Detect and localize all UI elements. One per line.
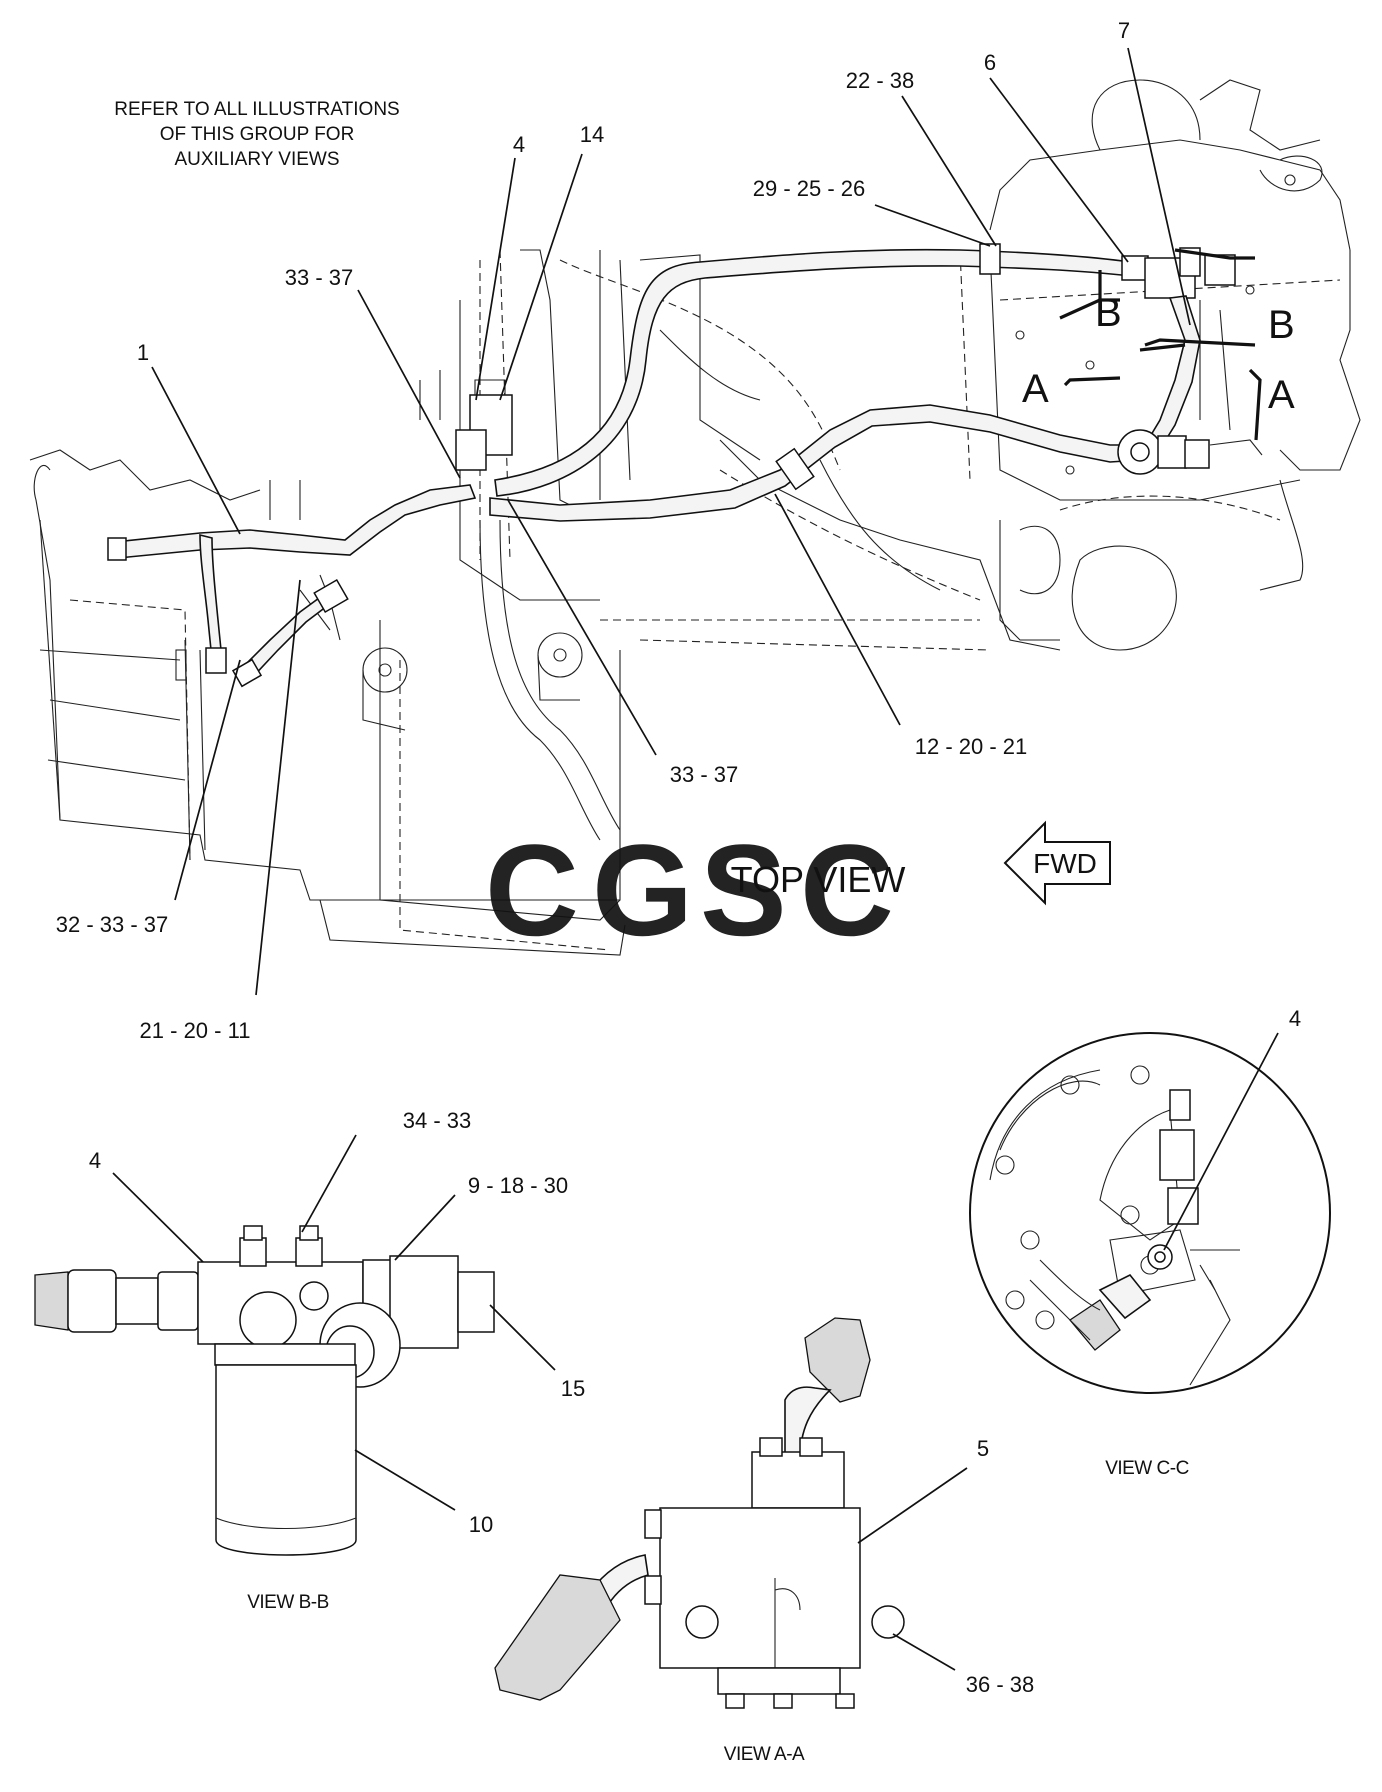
view-c-c-art <box>969 1032 1331 1394</box>
note-block: REFER TO ALL ILLUSTRATIONS OF THIS GROUP… <box>114 99 399 170</box>
callout-aa-5: 5 <box>977 1436 989 1461</box>
watermark-letter-4: C <box>800 817 894 963</box>
top-view-leaders <box>151 47 1191 996</box>
view-b-b-callouts: 4 34 - 33 9 - 18 - 30 15 10 VIEW B-B <box>89 1108 585 1613</box>
leader-33-37-b <box>507 499 657 756</box>
callout-4: 4 <box>513 132 525 157</box>
callout-bb-4: 4 <box>89 1148 101 1173</box>
leader-33-37-a <box>357 289 461 479</box>
view-b-b-caption: VIEW B-B <box>247 1592 329 1613</box>
leader-bb-10 <box>354 1449 456 1511</box>
view-a-a-art <box>494 1317 968 1709</box>
top-view-callouts: 1 4 14 33 - 37 29 - 25 - 26 22 - 38 6 7 … <box>56 18 1130 1043</box>
note-line-2: OF THIS GROUP FOR <box>160 124 355 145</box>
top-view-machine-outline <box>29 79 1361 956</box>
watermark-logo: C G S C <box>485 817 894 963</box>
note-line-3: AUXILIARY VIEWS <box>174 149 339 170</box>
fwd-label: FWD <box>1033 848 1097 879</box>
leader-12-20-21 <box>774 493 901 726</box>
leader-32-33-37 <box>174 659 241 901</box>
callout-33-37-b: 33 - 37 <box>670 762 739 787</box>
callout-bb-15: 15 <box>561 1376 585 1401</box>
watermark-letter-3: S <box>700 817 787 963</box>
view-b-b-art <box>34 1134 556 1556</box>
leader-1 <box>151 366 241 535</box>
view-c-c-caption: VIEW C-C <box>1105 1458 1189 1479</box>
leader-4 <box>475 157 516 401</box>
callout-bb-10: 10 <box>469 1512 493 1537</box>
watermark-letter-1: C <box>485 817 579 963</box>
callout-6: 6 <box>984 50 996 75</box>
fwd-arrow: FWD <box>1003 820 1111 906</box>
note-line-1: REFER TO ALL ILLUSTRATIONS <box>114 99 399 120</box>
callout-aa-36-38: 36 - 38 <box>966 1672 1035 1697</box>
view-a-a-caption: VIEW A-A <box>724 1744 805 1765</box>
callout-21-20-11: 21 - 20 - 11 <box>140 1018 251 1043</box>
leader-29-25-26 <box>874 204 991 247</box>
section-a-left: A <box>1022 367 1049 411</box>
leader-bb-15 <box>489 1304 556 1371</box>
callout-14: 14 <box>580 122 604 147</box>
watermark-letter-2: G <box>592 817 693 963</box>
leader-7 <box>1127 47 1191 326</box>
leader-bb-9-18-30 <box>394 1194 456 1261</box>
top-view-title: TOP VIEW <box>731 859 906 900</box>
section-b-left: B <box>1095 291 1122 335</box>
leader-14 <box>499 153 583 401</box>
section-markers: B B A A <box>1022 248 1295 441</box>
callout-1: 1 <box>137 340 149 365</box>
leader-6 <box>989 77 1129 263</box>
callout-22-38: 22 - 38 <box>846 68 915 93</box>
leader-aa-36-38 <box>892 1633 956 1671</box>
leader-22-38 <box>901 95 997 247</box>
leader-aa-5 <box>857 1467 968 1544</box>
hose-assemblies <box>107 243 1263 688</box>
callout-12-20-21: 12 - 20 - 21 <box>915 734 1028 759</box>
leader-21-20-11 <box>255 579 301 996</box>
view-c-c-callouts: 4 VIEW C-C <box>1105 1006 1301 1479</box>
view-a-a-callouts: 5 36 - 38 VIEW A-A <box>724 1436 1034 1765</box>
callout-32-33-37: 32 - 33 - 37 <box>56 912 169 937</box>
callout-bb-34-33: 34 - 33 <box>403 1108 472 1133</box>
callout-29-25-26: 29 - 25 - 26 <box>753 176 866 201</box>
leader-bb-34-33 <box>301 1134 357 1233</box>
section-b-right: B <box>1268 303 1295 347</box>
leader-bb-4 <box>112 1172 204 1263</box>
callout-7: 7 <box>1118 18 1130 43</box>
section-a-right: A <box>1268 373 1295 417</box>
callout-33-37-a: 33 - 37 <box>285 265 354 290</box>
callout-cc-4: 4 <box>1289 1006 1301 1031</box>
leader-cc-4 <box>1163 1032 1279 1251</box>
callout-bb-9-18-30: 9 - 18 - 30 <box>468 1173 568 1198</box>
